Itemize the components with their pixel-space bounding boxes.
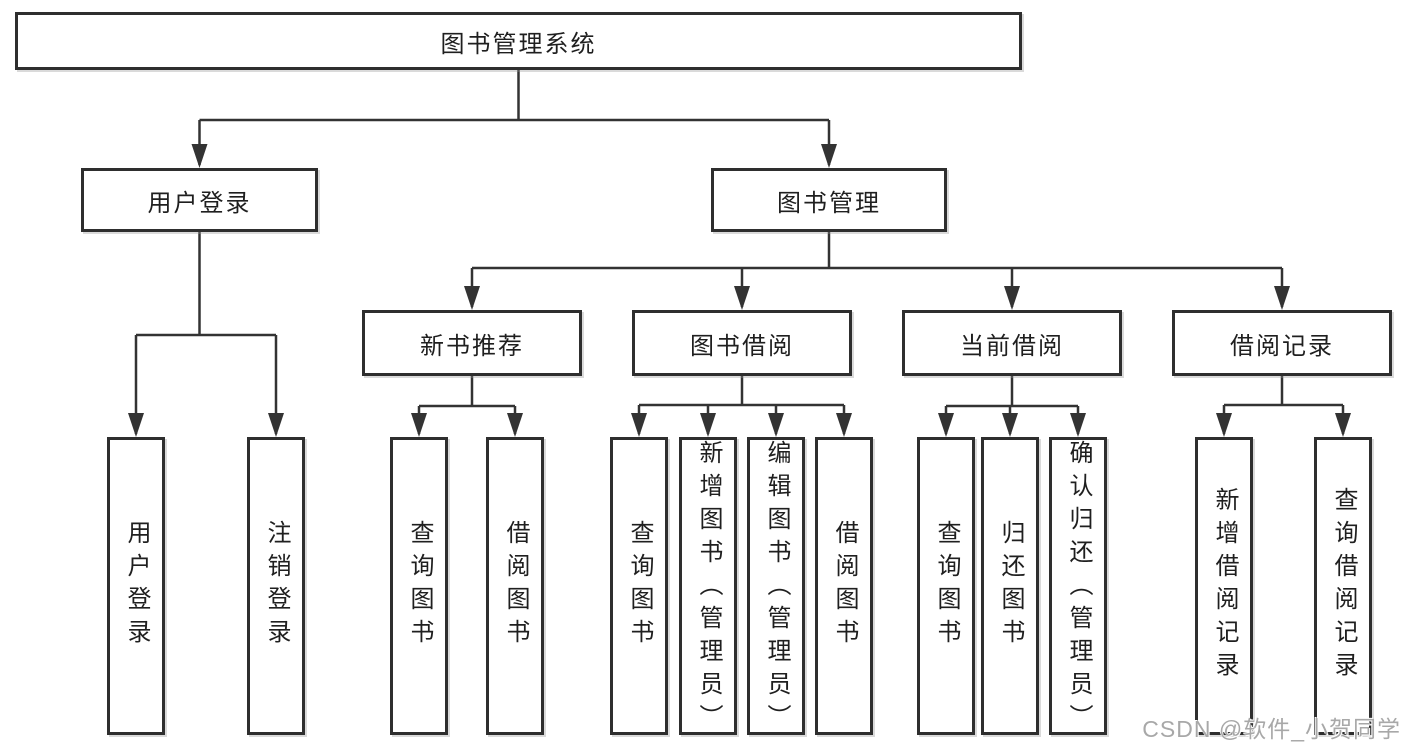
leaf-logout: 注销登录 (247, 437, 305, 735)
node-root: 图书管理系统 (15, 12, 1022, 70)
node-book-borrow: 图书借阅 (632, 310, 852, 376)
leaf-confirm-return-admin-label: 确认归还（管理员） (1065, 440, 1092, 737)
leaf-add-borrow-record: 新增借阅记录 (1195, 437, 1253, 735)
csdn-watermark: CSDN @软件_小贺同学 (1142, 716, 1401, 742)
leaf-borrow-book: 借阅图书 (815, 437, 873, 735)
node-new-book-recommend: 新书推荐 (362, 310, 582, 376)
arrowheads (128, 144, 1351, 437)
node-book-borrow-label: 图书借阅 (690, 332, 794, 360)
node-current-borrow-label: 当前借阅 (960, 332, 1064, 360)
node-book-management-label: 图书管理 (777, 189, 881, 217)
node-borrow-records: 借阅记录 (1172, 310, 1392, 376)
leaf-return-book: 归还图书 (981, 437, 1039, 735)
leaf-current-query-book-label: 查询图书 (933, 520, 960, 652)
leaf-recommend-query-book: 查询图书 (390, 437, 448, 735)
leaf-borrow-query-book: 查询图书 (610, 437, 668, 735)
leaf-borrow-query-book-label: 查询图书 (626, 520, 653, 652)
leaf-query-borrow-record-label: 查询借阅记录 (1330, 487, 1357, 685)
leaf-logout-label: 注销登录 (263, 520, 290, 652)
leaf-user-login-label: 用户登录 (123, 520, 150, 652)
node-new-book-recommend-label: 新书推荐 (420, 332, 524, 360)
leaf-query-borrow-record: 查询借阅记录 (1314, 437, 1372, 735)
leaf-recommend-query-book-label: 查询图书 (406, 520, 433, 652)
leaf-current-query-book: 查询图书 (917, 437, 975, 735)
leaf-confirm-return-admin: 确认归还（管理员） (1049, 437, 1107, 737)
node-current-borrow: 当前借阅 (902, 310, 1122, 376)
node-user-login: 用户登录 (81, 168, 318, 232)
node-root-label: 图书管理系统 (440, 30, 597, 58)
leaf-user-login: 用户登录 (107, 437, 165, 735)
leaf-edit-book-admin: 编辑图书（管理员） (747, 437, 805, 737)
leaf-add-book-admin: 新增图书（管理员） (679, 437, 737, 737)
leaf-return-book-label: 归还图书 (997, 520, 1024, 652)
node-book-management: 图书管理 (711, 168, 947, 232)
node-user-login-label: 用户登录 (147, 189, 252, 217)
node-borrow-records-label: 借阅记录 (1230, 332, 1334, 360)
leaf-recommend-borrow-book-label: 借阅图书 (502, 520, 529, 652)
leaf-recommend-borrow-book: 借阅图书 (486, 437, 544, 735)
leaf-add-borrow-record-label: 新增借阅记录 (1211, 487, 1238, 685)
leaf-add-book-admin-label: 新增图书（管理员） (695, 440, 722, 737)
leaf-borrow-book-label: 借阅图书 (831, 520, 858, 652)
leaf-edit-book-admin-label: 编辑图书（管理员） (763, 440, 790, 737)
